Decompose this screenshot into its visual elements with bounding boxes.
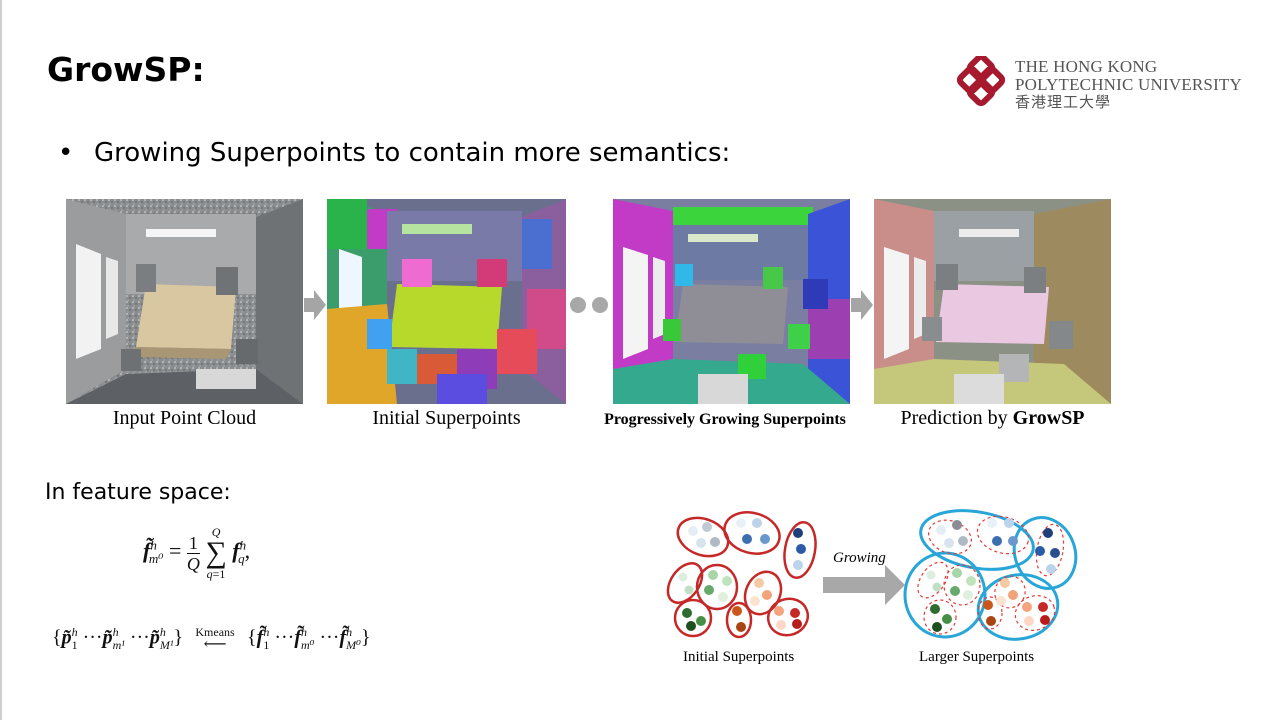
prediction-image [874, 199, 1111, 404]
logo-line-3: 香港理工大學 [1015, 95, 1112, 111]
superpoint-growing-diagram: Growing Initial Superpoints Larger Super… [655, 495, 1095, 680]
university-logo: THE HONG KONG POLYTECHNIC UNIVERSITY 香港理… [955, 56, 1245, 116]
kmeans-label: Kmeans [195, 625, 235, 640]
caption-prediction-method: GrowSP [1012, 407, 1085, 429]
logo-line-2: POLYTECHNIC UNIVERSITY [1015, 75, 1242, 94]
equation-mean-feature: f̃hm⁰ = 1 Q Q ∑ q=1 fhq, [143, 525, 251, 581]
caption-prediction: Prediction by GrowSP [874, 407, 1111, 430]
caption-progressive-superpoints: Progressively Growing Superpoints [604, 411, 846, 428]
caption-initial-superpoints: Initial Superpoints [372, 407, 521, 429]
input-point-cloud-image [66, 199, 303, 404]
arrow-right-icon [304, 290, 326, 320]
ellipsis-dots-icon [570, 297, 608, 313]
slide-border [0, 0, 2, 720]
bullet-symbol: • [58, 138, 74, 168]
caption-input-point-cloud: Input Point Cloud [112, 407, 257, 429]
growing-arrow-icon [823, 565, 905, 605]
slide-title: GrowSP: [47, 50, 205, 89]
initial-superpoints-label: Initial Superpoints [683, 649, 795, 665]
equation-kmeans: {p̃h1 ···p̃hm¹ ···p̃hM¹} Kmeans ⟵ {f̃h1 … [52, 625, 371, 654]
initial-superpoints-image [327, 199, 566, 404]
bullet-text: Growing Superpoints to contain more sema… [94, 138, 731, 168]
initial-feature-points [678, 518, 806, 632]
feature-space-label: In feature space: [45, 480, 231, 505]
bullet-point: • Growing Superpoints to contain more sem… [58, 138, 730, 168]
polyu-emblem-icon [956, 56, 1006, 107]
progressive-superpoints-image [613, 199, 850, 404]
larger-feature-points [926, 518, 1060, 632]
larger-superpoints-label: Larger Superpoints [919, 649, 1035, 665]
caption-prediction-prefix: Prediction by [900, 407, 1013, 429]
initial-superpoint-clusters [666, 511, 817, 639]
arrow-right-icon [851, 290, 873, 320]
growing-arrow-label: Growing [833, 550, 886, 566]
logo-line-1: THE HONG KONG [1015, 57, 1158, 76]
